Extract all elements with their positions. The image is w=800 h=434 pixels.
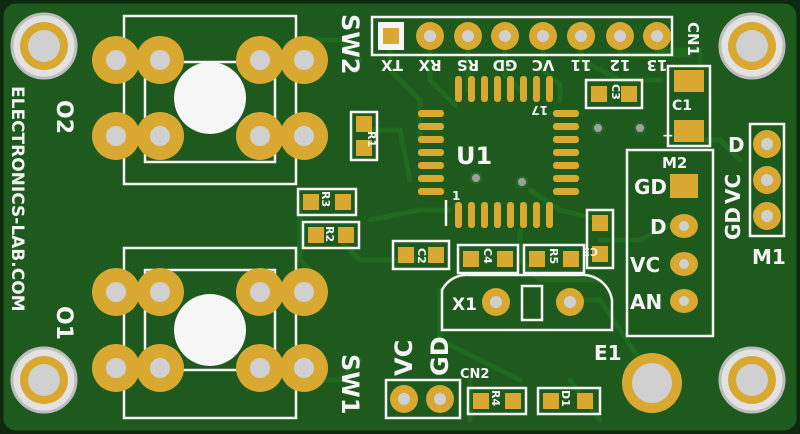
r4-ref: R4 bbox=[489, 390, 502, 406]
e1-contact-footprint bbox=[622, 353, 682, 413]
m2-pin-an: AN bbox=[630, 290, 662, 314]
switch-label-sw1: SW1 bbox=[336, 354, 364, 414]
m2-pin-d: D bbox=[650, 215, 667, 239]
u1-footprint bbox=[418, 76, 579, 228]
c1-plus-mark: + bbox=[662, 128, 674, 144]
cn2-pin-gd: GD bbox=[426, 336, 454, 376]
m1-header-footprint bbox=[748, 122, 786, 238]
cn1-pin-tx: TX bbox=[381, 56, 403, 74]
cn1-header bbox=[370, 15, 674, 57]
m2-module-footprint bbox=[625, 148, 715, 338]
d1-footprint bbox=[536, 386, 602, 416]
c2-footprint bbox=[391, 239, 451, 271]
c5-footprint bbox=[585, 208, 615, 270]
r2-footprint bbox=[301, 220, 361, 250]
output-label-o1: O1 bbox=[51, 306, 76, 340]
crystal-x1-footprint bbox=[440, 273, 614, 332]
switch-label-sw2: SW2 bbox=[336, 14, 364, 74]
cn1-pin-12: 12 bbox=[610, 56, 631, 74]
u1-pin1-label: 1 bbox=[452, 189, 460, 203]
m1-label-vc: VC bbox=[721, 174, 745, 204]
m1-ref: M1 bbox=[752, 245, 786, 269]
cn1-pin-13: 13 bbox=[647, 56, 668, 74]
c3-ref: C3 bbox=[609, 84, 622, 100]
r1-footprint bbox=[349, 110, 379, 162]
m1-label-d: D bbox=[728, 133, 745, 157]
switch-sw2-footprint bbox=[92, 14, 328, 186]
cn1-pin-rs: RS bbox=[457, 56, 479, 74]
output-label-o2: O2 bbox=[51, 100, 76, 134]
u1-ref: U1 bbox=[456, 142, 492, 170]
r1-ref: R1 bbox=[365, 131, 378, 147]
r2-ref: R2 bbox=[323, 226, 336, 242]
m2-ref: M2 bbox=[662, 154, 687, 172]
r3-ref: R3 bbox=[319, 191, 332, 207]
cn1-pin-labels: TX RX RS GD VC 11 12 13 bbox=[381, 56, 668, 74]
cn1-pin-gd: GD bbox=[493, 56, 518, 74]
cn1-pin-vc: VC bbox=[532, 56, 555, 74]
r3-footprint bbox=[296, 187, 358, 217]
r5-ref: R5 bbox=[547, 248, 560, 264]
cn1-ref: CN1 bbox=[684, 22, 702, 56]
e1-ref: E1 bbox=[594, 341, 622, 365]
c5-ref: C5 bbox=[582, 245, 598, 258]
switch-sw1-footprint bbox=[92, 246, 328, 420]
r4-footprint bbox=[466, 386, 528, 416]
m2-pin-vc: VC bbox=[630, 253, 660, 277]
m2-pin-gd: GD bbox=[634, 175, 667, 199]
crystal-x1-ref: X1 bbox=[452, 295, 477, 315]
c4-footprint bbox=[456, 243, 520, 275]
cn2-pin-vc: VC bbox=[390, 340, 418, 376]
c1-ref: C1 bbox=[672, 98, 692, 114]
vias bbox=[470, 122, 646, 188]
u1-pin17-label: 17 bbox=[531, 103, 548, 117]
c1-footprint bbox=[666, 64, 712, 148]
m1-label-gd: GD bbox=[721, 207, 745, 240]
vertical-brand-text: ELECTRONICS-LAB.COM bbox=[7, 86, 27, 312]
cn2-header-footprint bbox=[384, 378, 462, 420]
c4-ref: C4 bbox=[481, 248, 494, 264]
cn1-pin-rx: RX bbox=[418, 56, 442, 74]
c2-ref: C2 bbox=[415, 248, 428, 264]
cn1-pin-11: 11 bbox=[571, 56, 592, 74]
r5-footprint bbox=[522, 243, 586, 275]
mounting-holes bbox=[10, 12, 786, 414]
c3-footprint bbox=[584, 78, 644, 110]
d1-ref: D1 bbox=[559, 390, 572, 407]
cn2-ref: CN2 bbox=[460, 367, 489, 382]
